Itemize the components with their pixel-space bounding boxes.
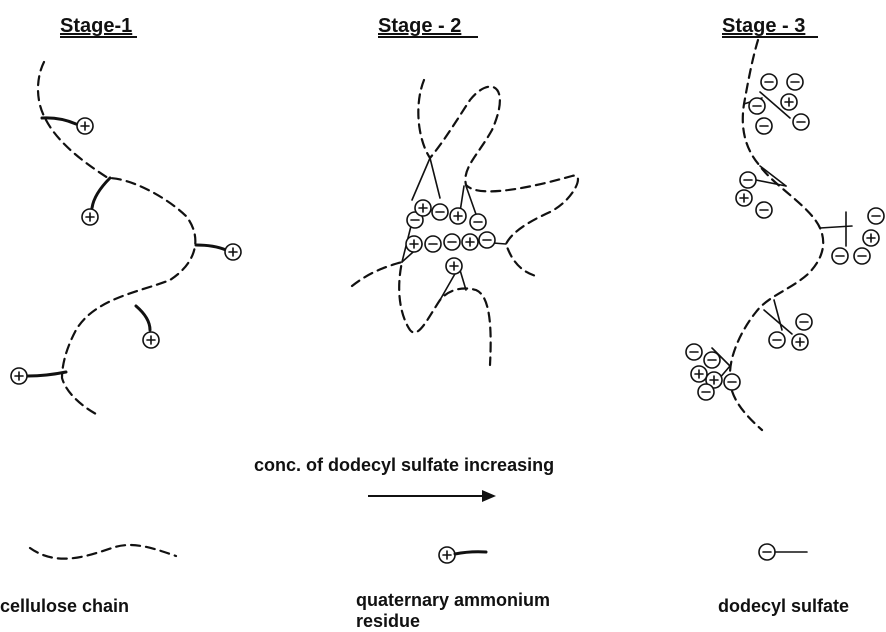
- legend-sulfate-label: dodecyl sulfate: [718, 596, 849, 616]
- arrow-caption: conc. of dodecyl sulfate increasing: [254, 455, 554, 475]
- minus-ion-icon: [724, 374, 740, 390]
- legend-cellulose-symbol: [30, 545, 176, 559]
- stage-1-diagram: [28, 62, 226, 414]
- plus-ion-icon: [77, 118, 93, 134]
- minus-ion-icon: [479, 232, 495, 248]
- plus-ion-icon: [792, 334, 808, 350]
- minus-ion-icon: [868, 208, 884, 224]
- minus-ion-icon: [749, 98, 765, 114]
- stage-3-title: Stage - 3: [722, 15, 805, 37]
- stage-1-title: Stage-1: [60, 15, 132, 37]
- stage-2-title: Stage - 2: [378, 15, 461, 37]
- minus-ion-icon: [756, 118, 772, 134]
- minus-ion-icon: [470, 214, 486, 230]
- legend-cellulose-label: cellulose chain: [0, 596, 129, 616]
- minus-ion-icon: [796, 314, 812, 330]
- plus-ion-icon: [82, 209, 98, 225]
- legend-residue-label-line2: residue: [356, 611, 420, 631]
- plus-ion-icon: [225, 244, 241, 260]
- minus-ion-icon: [769, 332, 785, 348]
- plus-ion-icon: [781, 94, 797, 110]
- minus-ion-icon: [756, 202, 772, 218]
- legend-residue-label-line1: quaternary ammonium: [356, 590, 550, 610]
- legend-residue-tail: [455, 552, 486, 554]
- plus-ion-icon: [462, 234, 478, 250]
- minus-ion-icon: [740, 172, 756, 188]
- minus-ion-icon: [425, 236, 441, 252]
- minus-ion-icon: [686, 344, 702, 360]
- minus-ion-icon: [787, 74, 803, 90]
- cellulose-chain: [730, 40, 823, 430]
- plus-ion-icon: [143, 332, 159, 348]
- plus-ion-icon: [11, 368, 27, 384]
- minus-ion-icon: [761, 74, 777, 90]
- legend: cellulose chain quaternary ammonium resi…: [0, 544, 849, 631]
- plus-ion-icon: [446, 258, 462, 274]
- plus-ion-icon: [736, 190, 752, 206]
- ion-layer: [11, 74, 884, 400]
- minus-ion-icon: [793, 114, 809, 130]
- minus-ion-icon: [704, 352, 720, 368]
- plus-ion-icon: [450, 208, 466, 224]
- cellulose-chain: [418, 80, 578, 276]
- minus-ion-icon: [832, 248, 848, 264]
- minus-ion-icon: [444, 234, 460, 250]
- plus-ion-icon: [415, 200, 431, 216]
- minus-ion-icon: [854, 248, 870, 264]
- plus-ion-icon: [691, 366, 707, 382]
- minus-ion-icon: [432, 204, 448, 220]
- plus-ion-icon: [406, 236, 422, 252]
- minus-ion-icon: [698, 384, 714, 400]
- cellulose-chain: [38, 62, 195, 414]
- arrowhead: [482, 490, 496, 502]
- plus-ion-icon: [863, 230, 879, 246]
- stage-2-diagram: [352, 80, 578, 365]
